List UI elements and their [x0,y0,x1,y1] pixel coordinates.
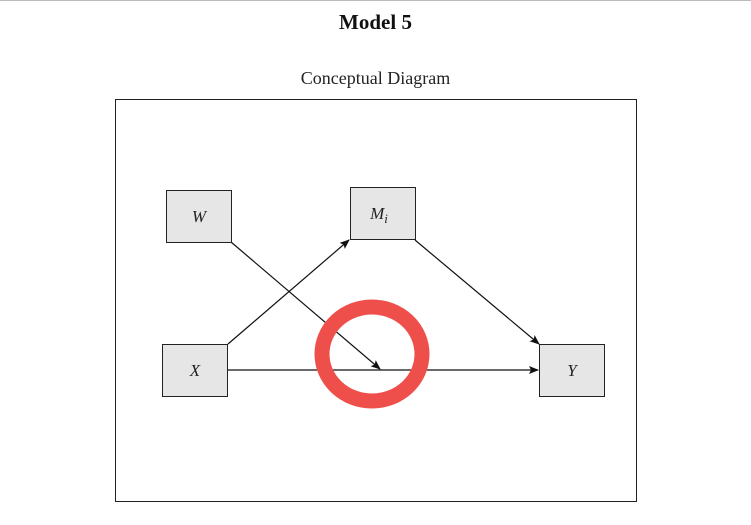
node-w-label: W [192,207,208,226]
node-w: W [166,190,232,243]
node-m-subscript: i [384,211,388,226]
arrow-w-to-path [230,241,381,370]
node-y-label: Y [567,361,578,380]
node-y: Y [539,344,605,397]
svg-text:Mi: Mi [369,204,388,226]
top-divider [0,0,751,1]
node-x-label: X [189,361,201,380]
diagram-subtitle: Conceptual Diagram [300,68,451,88]
diagram-frame [115,99,637,502]
arrow-x-to-m [227,239,350,345]
node-x: X [162,344,228,397]
arrow-m-to-y [414,239,540,345]
node-m-label: M [369,204,385,223]
page-title: Model 5 [339,10,412,34]
red-circle-annotation [314,299,430,409]
node-m: Mi [350,187,416,240]
